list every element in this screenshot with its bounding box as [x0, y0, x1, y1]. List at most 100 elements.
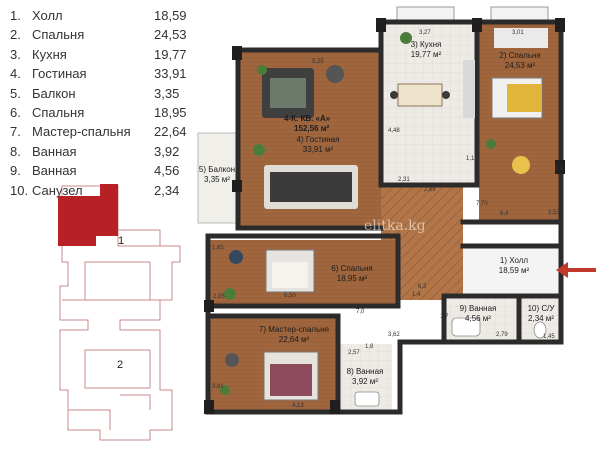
- room-bath9-name: 9) Ванная: [460, 304, 497, 313]
- room-bedroom2-area: 24,53 м²: [505, 61, 536, 70]
- legend-row: 5. Балкон 3,35: [10, 84, 198, 103]
- legend-number: 6.: [10, 105, 21, 121]
- dimension-label: 3,01: [512, 30, 524, 36]
- legend-area: 33,91: [154, 66, 187, 82]
- furniture-living: [262, 65, 358, 209]
- room-balcony-area: 3,35 м²: [204, 175, 230, 184]
- legend-number: 7.: [10, 124, 21, 140]
- furniture-master: [225, 351, 319, 401]
- legend-row: 6. Спальня 18,95: [10, 103, 198, 122]
- legend-room-name: Мастер-спальня: [32, 124, 131, 140]
- legend-number: 2.: [10, 27, 21, 43]
- dimension-label: 3,27: [419, 30, 431, 36]
- dimension-label: 2,31: [398, 177, 410, 183]
- walls: [205, 19, 564, 415]
- dimension-label: 3,91: [212, 384, 224, 390]
- apartment-title: 4-К. КВ. «А»: [284, 114, 331, 123]
- dimension-labels: 3,27 3,01 5,25 4,48 2,31 2,88 1,16 7,70 3,53 1,65…: [212, 30, 564, 409]
- legend-number: 10.: [10, 182, 29, 198]
- legend-number: 8.: [10, 143, 21, 159]
- legend-number: 3.: [10, 46, 21, 62]
- legend-room-name: Ванная: [32, 143, 77, 159]
- room-living-name: 4) Гостиная: [297, 135, 340, 144]
- dimension-label: 1,45: [543, 334, 555, 340]
- room-master-area: 22,64 м²: [279, 335, 310, 344]
- floor-bedroom2: [479, 22, 561, 220]
- room-bedroom6-area: 18,95 м²: [337, 274, 368, 283]
- legend-room-name: Спальня: [32, 27, 85, 43]
- dimension-label: 2,88: [424, 187, 436, 193]
- building-key-plan: [59, 185, 181, 441]
- room-kitchen-name: 3) Кухня: [411, 40, 442, 49]
- dimension-label: 1,16: [466, 156, 478, 162]
- legend-area: 3,92: [154, 143, 180, 159]
- room-hall-area: 18,59 м²: [499, 266, 530, 275]
- legend-row: 8. Ванная 3,92: [10, 142, 198, 161]
- room-balcony-name: 5) Балкон: [199, 165, 235, 174]
- legend-area: 3,35: [154, 85, 180, 101]
- legend-room-name: Спальня: [32, 105, 85, 121]
- room-bedroom6-name: 6) Спальня: [331, 264, 372, 273]
- dimension-label: 3,53: [548, 210, 560, 216]
- legend-row: 2. Спальня 24,53: [10, 25, 198, 44]
- apartment-total-area: 152,56 м²: [294, 124, 330, 133]
- dimension-label: 2,57: [348, 350, 360, 356]
- dimension-label: 8,0: [555, 166, 564, 172]
- legend-room-name: Гостиная: [32, 66, 87, 82]
- dimension-label: 6,3: [418, 284, 427, 290]
- room-bedroom2-name: 2) Спальня: [499, 51, 540, 60]
- legend-area: 19,77: [154, 46, 187, 62]
- floor-balcony: [197, 132, 237, 224]
- watermark: elitka.kg: [364, 218, 426, 234]
- legend-row: 3. Кухня 19,77: [10, 45, 198, 64]
- room-bath9-area: 4,56 м²: [465, 314, 491, 323]
- dimension-label: 7,0: [356, 309, 365, 315]
- floor-hall: [463, 246, 561, 296]
- furniture-bedroom6: [229, 249, 315, 293]
- entrance-arrow: [556, 262, 596, 278]
- dimension-label: 4,48: [388, 128, 400, 134]
- key-plan-section-2: 2: [117, 359, 123, 371]
- room-wc-area: 2,34 м²: [528, 314, 554, 323]
- dimension-label: 6,50: [284, 293, 296, 299]
- legend-room-name: Балкон: [32, 85, 76, 101]
- plants: [220, 32, 496, 395]
- legend-area: 2,34: [154, 182, 180, 198]
- legend-number: 5.: [10, 85, 21, 101]
- dimension-label: 5,25: [312, 59, 324, 65]
- furniture-bedroom2: [491, 28, 548, 174]
- legend-area: 24,53: [154, 27, 187, 43]
- room-hall-name: 1) Холл: [500, 256, 529, 265]
- highlighted-apartment: [58, 184, 118, 246]
- furniture-kitchen: [390, 60, 475, 118]
- dimension-label: 1,65: [212, 245, 224, 251]
- legend-row: 7. Мастер-спальня 22,64: [10, 122, 198, 141]
- dimension-label: 1,8: [365, 344, 374, 350]
- dimension-label: 3,62: [388, 332, 400, 338]
- fixtures-bathrooms: [354, 317, 547, 407]
- room-master-name: 7) Мастер-спальня: [259, 325, 329, 334]
- key-plan-section-1: 1: [118, 235, 124, 247]
- legend-area: 22,64: [154, 124, 187, 140]
- legend-area: 18,59: [154, 8, 187, 23]
- wall-columns: [204, 18, 565, 414]
- dimension-label: 2,79: [496, 332, 508, 338]
- room-living-area: 33,91 м²: [303, 145, 334, 154]
- legend-room-name: Ванная: [32, 163, 77, 179]
- dimension-label: 1,7: [440, 314, 449, 320]
- legend-room-name: Холл: [32, 8, 63, 23]
- legend-room-name: Кухня: [32, 46, 67, 62]
- dimension-label: 1,4: [412, 292, 421, 298]
- room-bath8-name: 8) Ванная: [347, 367, 384, 376]
- legend-area: 4,56: [154, 163, 180, 179]
- dimension-label: 6,4: [500, 211, 509, 217]
- room-bath8-area: 3,92 м²: [352, 377, 378, 386]
- legend-area: 18,95: [154, 105, 187, 121]
- dimension-label: 7,70: [476, 201, 488, 207]
